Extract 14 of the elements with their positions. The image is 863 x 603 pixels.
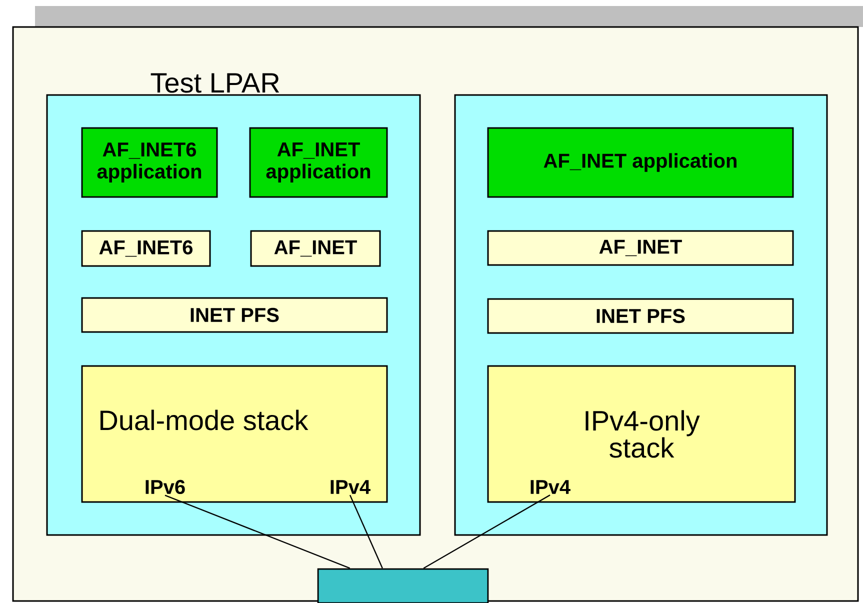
layer-box: AF_INET xyxy=(487,230,794,266)
application-box: AF_INET application xyxy=(487,127,794,198)
layer-box: AF_INET xyxy=(250,230,381,267)
layer-box: AF_INET6 xyxy=(81,230,211,267)
port-label: IPv6 xyxy=(146,480,185,494)
layer-box: INET PFS xyxy=(487,298,794,334)
adapter-box xyxy=(317,568,489,603)
application-box: AF_INET application xyxy=(249,127,388,198)
port-label: IPv4 xyxy=(530,480,570,494)
layer-box: INET PFS xyxy=(81,297,388,333)
port-label: IPv4 xyxy=(330,480,370,494)
connector-line xyxy=(164,494,350,569)
application-box: AF_INET6 application xyxy=(81,127,218,198)
node-label: Test LPAR xyxy=(150,73,280,93)
